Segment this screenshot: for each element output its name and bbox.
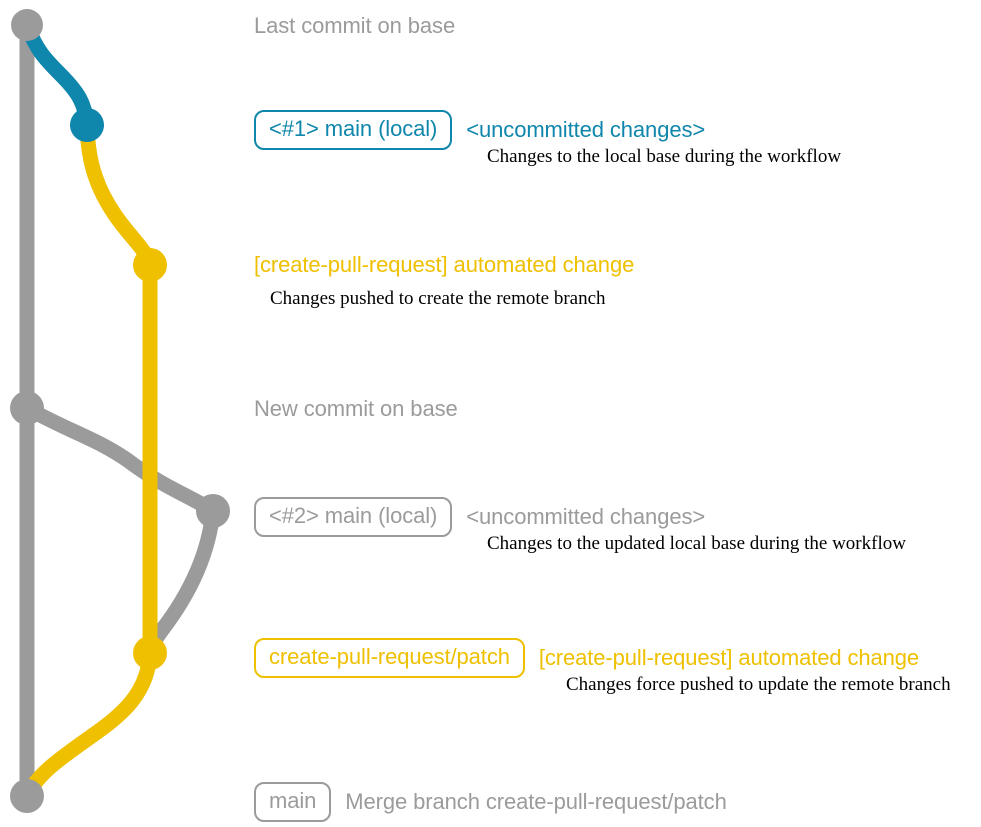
commit-nodes <box>10 9 230 813</box>
headline-automated-change-2: [create-pull-request] automated change <box>538 645 920 670</box>
headline-merge-branch: Merge branch create-pull-request/patch <box>345 789 727 814</box>
label-new-commit-on-base: New commit on base <box>254 396 458 421</box>
row-main-local-1: <#1> main (local) <uncommitted changes> <box>254 110 705 150</box>
node-automated-change-1 <box>133 248 167 282</box>
row-main-local-2: <#2> main (local) <uncommitted changes> <box>254 497 705 537</box>
edge-local1-to-patch <box>79 117 158 273</box>
row-merge-branch: main Merge branch create-pull-request/pa… <box>254 782 727 822</box>
label-last-commit-on-base: Last commit on base <box>254 13 456 38</box>
edge-base-to-local1 <box>19 17 95 133</box>
headline-uncommitted-changes-1: <uncommitted changes> <box>466 117 706 142</box>
pill-main-local-2[interactable]: <#2> main (local) <box>254 497 453 537</box>
note-force-push-update-branch: Changes force pushed to update the remot… <box>566 674 951 695</box>
headline-automated-change-1: [create-pull-request] automated change <box>254 252 635 277</box>
edge-local2-to-patch <box>142 503 221 661</box>
note-updated-local-base-changes: Changes to the updated local base during… <box>487 533 906 554</box>
node-new-commit-on-base <box>10 391 44 425</box>
node-automated-change-2 <box>133 636 167 670</box>
edge-patch-to-merge <box>19 645 158 804</box>
node-last-commit-on-base <box>11 9 43 41</box>
note-local-base-changes: Changes to the local base during the wor… <box>487 146 842 167</box>
node-main-local-2 <box>196 494 230 528</box>
row-automated-change-2: create-pull-request/patch [create-pull-r… <box>254 638 919 678</box>
note-push-create-branch: Changes pushed to create the remote bran… <box>270 288 606 309</box>
edge-base-to-local2 <box>19 400 221 519</box>
pill-main-local-1[interactable]: <#1> main (local) <box>254 110 453 150</box>
pill-create-pull-request-patch[interactable]: create-pull-request/patch <box>254 638 525 678</box>
pill-main[interactable]: main <box>254 782 332 822</box>
node-main-local-1 <box>70 108 104 142</box>
headline-uncommitted-changes-2: <uncommitted changes> <box>466 504 706 529</box>
node-merge-commit <box>10 779 44 813</box>
